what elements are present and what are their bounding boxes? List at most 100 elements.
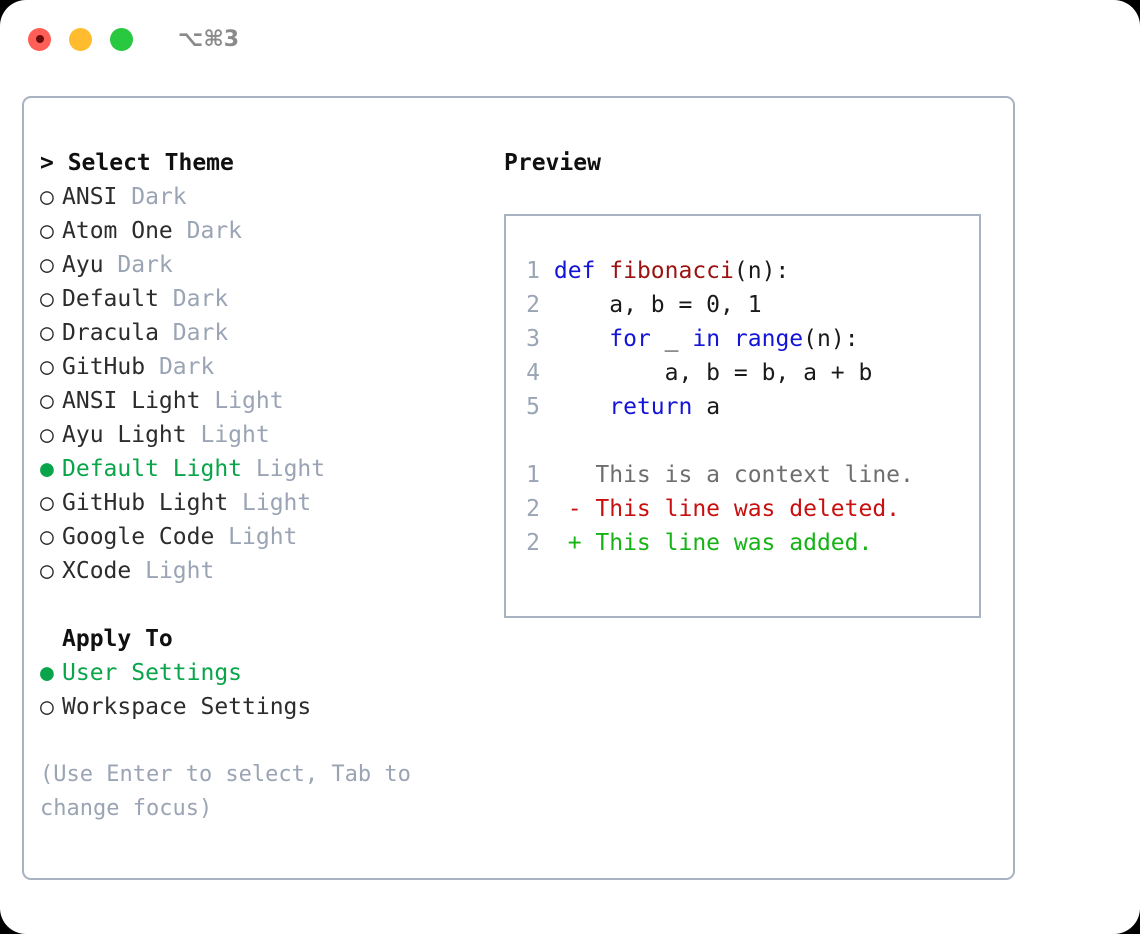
apply-to-label: Workspace Settings — [62, 694, 312, 720]
theme-name: ANSI Light — [62, 388, 215, 414]
gutter-gap — [540, 292, 554, 318]
close-button[interactable] — [28, 27, 51, 51]
gutter-gap — [540, 394, 554, 420]
theme-name: Ayu Light — [62, 422, 201, 448]
theme-name: Dracula — [62, 320, 173, 346]
line-number: 1 — [526, 462, 540, 488]
code-line: 4 a, b = b, a + b — [518, 356, 979, 390]
radio-unselected-icon: ○ — [40, 558, 54, 584]
line-number: 2 — [526, 292, 540, 318]
diff-sample: 1 This is a context line.2 - This line w… — [518, 458, 979, 560]
minimize-button[interactable] — [69, 27, 92, 51]
theme-row[interactable]: ○ Dracula Dark — [40, 316, 494, 350]
code-token: for — [609, 326, 651, 352]
code-token: a, b = 0, 1 — [553, 292, 762, 318]
code-token: def — [553, 258, 610, 284]
code-line: 3 for _ in range(n): — [518, 322, 979, 356]
radio-unselected-icon: ○ — [40, 320, 54, 346]
code-line: 5 return a — [518, 390, 979, 424]
code-token: (n): — [803, 326, 859, 352]
preview-column: Preview 1 def fibonacci (n): 2 a, b = 0, 1… — [494, 98, 1013, 878]
theme-variant-tag: Dark — [131, 184, 187, 210]
theme-name: Google Code — [62, 524, 229, 550]
preview-title: Preview — [504, 150, 601, 176]
theme-list[interactable]: ○ANSI Dark○Atom One Dark○Ayu Dark○Defaul… — [40, 180, 494, 588]
diff-line: 1 This is a context line. — [518, 458, 979, 492]
theme-row[interactable]: ○GitHub Light Light — [40, 486, 494, 520]
line-number: 1 — [526, 258, 540, 284]
diff-line: 2 - This line was deleted. — [518, 492, 979, 526]
keyboard-shortcut-label: ⌥⌘3 — [178, 26, 240, 52]
radio-unselected-icon: ○ — [40, 490, 54, 516]
theme-row[interactable]: ○Atom One Dark — [40, 214, 494, 248]
radio-unselected-icon: ○ — [40, 252, 54, 278]
theme-name: GitHub Light — [62, 490, 243, 516]
apply-to-header: Apply To — [62, 626, 173, 652]
theme-row[interactable]: ○ Default Dark — [40, 282, 494, 316]
apply-to-row[interactable]: ○ Workspace Settings — [40, 690, 494, 724]
radio-unselected-icon: ○ — [40, 388, 54, 414]
theme-variant-tag: Dark — [186, 218, 243, 244]
main-panel: > Select Theme ○ANSI Dark○Atom One Dark○… — [22, 96, 1015, 880]
theme-selection-column: > Select Theme ○ANSI Dark○Atom One Dark○… — [24, 98, 494, 878]
radio-unselected-icon: ○ — [40, 286, 54, 312]
theme-variant-tag: Dark — [158, 354, 215, 380]
theme-name: Default Light — [62, 456, 256, 482]
code-token: in — [692, 326, 721, 352]
radio-unselected-icon: ○ — [40, 694, 54, 720]
diff-marker: + — [540, 530, 596, 556]
diff-line: 2 + This line was added. — [518, 526, 979, 560]
code-token: fibonacci — [609, 258, 734, 284]
theme-variant-tag: Dark — [117, 252, 173, 278]
theme-row[interactable]: ○Ayu Dark — [40, 248, 494, 282]
theme-variant-tag: Light — [255, 456, 326, 482]
line-number: 2 — [526, 530, 540, 556]
theme-name: Default — [62, 286, 173, 312]
gutter-gap — [540, 326, 554, 352]
line-number: 4 — [526, 360, 540, 386]
apply-to-list[interactable]: ●User Settings ○ Workspace Settings — [40, 656, 494, 724]
theme-name: ANSI — [62, 184, 132, 210]
theme-variant-tag: Dark — [172, 320, 229, 346]
theme-variant-tag: Light — [214, 388, 284, 414]
theme-row[interactable]: ● Default Light Light — [40, 452, 494, 486]
theme-row[interactable]: ○ ANSI Dark — [40, 180, 494, 214]
code-token: a, b = b, a + b — [553, 360, 873, 386]
maximize-button[interactable] — [110, 27, 133, 51]
code-token — [554, 326, 609, 352]
line-number: 5 — [526, 394, 540, 420]
theme-row[interactable]: ○Google Code Light — [40, 520, 494, 554]
code-token: a — [692, 394, 721, 420]
gutter-gap — [540, 360, 554, 386]
theme-row[interactable]: ○ ANSI Light Light — [40, 384, 494, 418]
code-token — [720, 326, 734, 352]
theme-name: Atom One — [62, 218, 187, 244]
theme-variant-tag: Dark — [172, 286, 229, 312]
theme-name: GitHub — [62, 354, 159, 380]
theme-variant-tag: Light — [200, 422, 270, 448]
radio-selected-icon: ● — [40, 456, 54, 482]
diff-text: This is a context line. — [595, 462, 914, 488]
diff-marker — [540, 462, 595, 488]
keyboard-hint: (Use Enter to select, Tab to change focu… — [40, 762, 411, 821]
radio-unselected-icon: ○ — [40, 524, 54, 550]
radio-unselected-icon: ○ — [40, 184, 54, 210]
code-token: _ — [650, 326, 693, 352]
diff-text: This line was deleted. — [595, 496, 901, 522]
theme-name: XCode — [62, 558, 146, 584]
apply-to-row[interactable]: ●User Settings — [40, 656, 494, 690]
line-number: 3 — [526, 326, 540, 352]
code-line: 2 a, b = 0, 1 — [518, 288, 979, 322]
theme-row[interactable]: ○GitHub Dark — [40, 350, 494, 384]
radio-unselected-icon: ○ — [40, 422, 54, 448]
code-diff-gap — [518, 424, 979, 458]
select-theme-header: > Select Theme — [40, 150, 234, 176]
list-spacer — [40, 588, 494, 622]
theme-row[interactable]: ○ XCode Light — [40, 554, 494, 588]
gutter-gap — [540, 258, 554, 284]
theme-row[interactable]: ○ Ayu Light Light — [40, 418, 494, 452]
theme-variant-tag: Light — [145, 558, 215, 584]
